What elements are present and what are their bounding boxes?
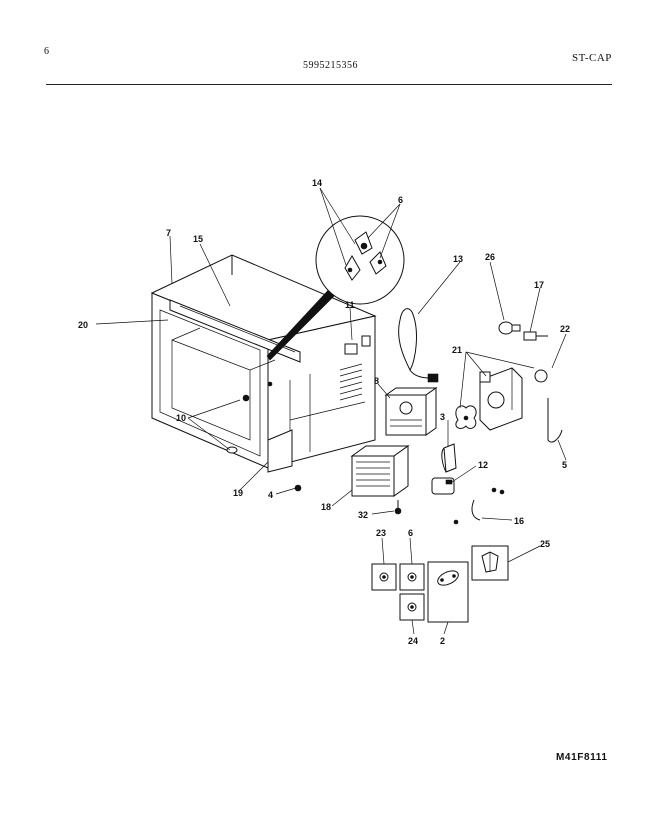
callout-14: 14 [312,178,322,188]
callout-20: 20 [78,320,88,330]
leader-lines [95,187,567,635]
thermal-cutout [534,369,548,383]
callout-32: 32 [358,510,368,520]
magnetron [384,387,438,436]
callout-2: 2 [440,636,445,646]
callout-18: 18 [321,502,331,512]
foot-10 [226,446,238,454]
oven-cabinet [150,254,377,473]
callout-4: 4 [268,490,273,500]
callout-11: 11 [345,300,355,310]
callout-3: 3 [440,412,445,422]
capacitor-bracket [441,443,457,473]
callout-8: 8 [374,376,379,386]
capacitor [431,477,455,495]
header-rule [46,84,612,85]
callout-21: 21 [452,345,462,355]
power-cord [398,308,439,383]
part-25-box [471,545,509,581]
transformer [350,445,410,497]
section-code: ST-CAP [572,52,612,64]
page-number: 6 [44,46,50,57]
callout-15: 15 [193,234,203,244]
callout-26: 26 [485,252,495,262]
fan-blade [455,405,477,429]
drawing-code: M41F8111 [556,752,608,763]
callout-6-bottom: 6 [408,528,413,538]
callout-10: 10 [176,413,186,423]
lamp-socket [523,331,548,341]
detail-magnifier [315,215,405,305]
callout-16: 16 [514,516,524,526]
callout-labels: 14 6 7 15 20 10 11 13 26 17 22 21 8 3 12… [78,178,570,646]
screw-32 [394,500,402,515]
callout-17: 17 [534,280,544,290]
callout-6-top: 6 [398,195,403,205]
model-number: 5995215356 [303,60,358,71]
callout-19: 19 [233,488,243,498]
diode [453,487,505,525]
part-24-box [399,593,425,621]
callout-12: 12 [478,460,488,470]
spring-wire [547,398,563,443]
callout-13: 13 [453,254,463,264]
callout-25: 25 [540,539,550,549]
part-23-box [371,563,397,591]
part-6-box [399,563,425,591]
callout-7: 7 [166,228,171,238]
callout-23: 23 [376,528,386,538]
part-2-box [427,561,469,623]
callout-5: 5 [562,460,567,470]
fan-motor-bracket [479,367,523,431]
callout-22: 22 [560,324,570,334]
lamp [498,321,521,335]
callout-24: 24 [408,636,418,646]
